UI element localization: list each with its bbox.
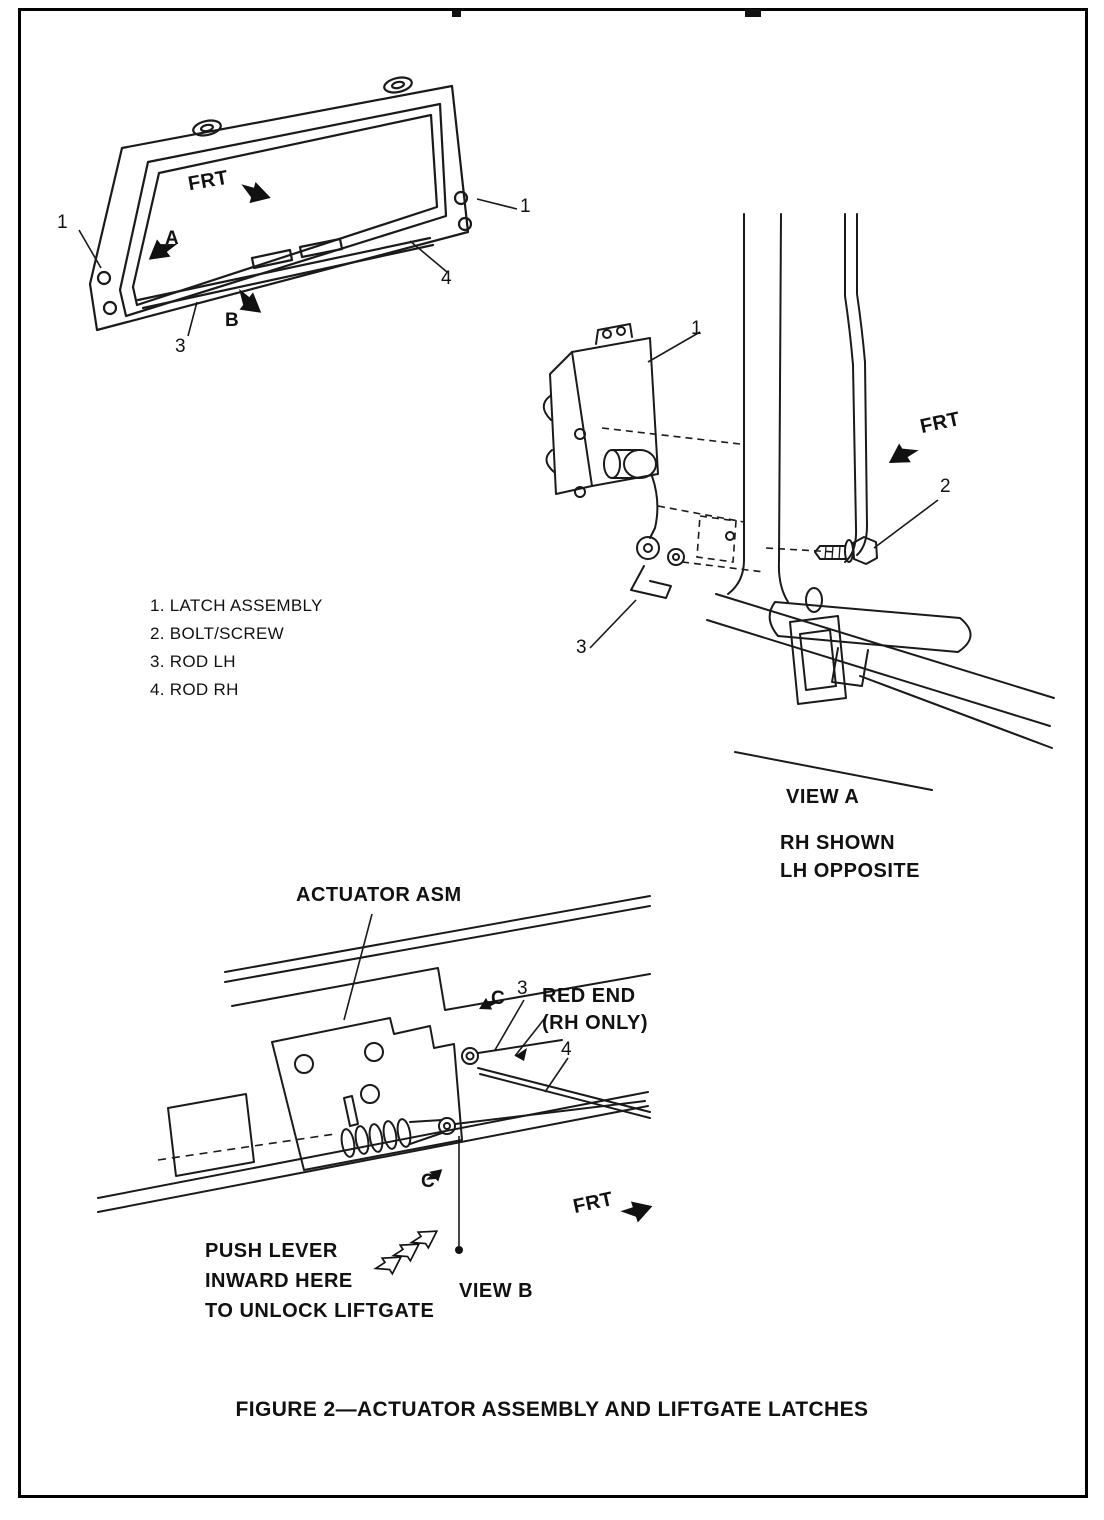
callout-3-view-a: 3 <box>576 637 587 658</box>
push-note-line-2: INWARD HERE <box>205 1270 353 1292</box>
callout-1-right: 1 <box>520 196 531 217</box>
callout-3-top: 3 <box>175 336 186 357</box>
view-b-hidden-dashed-line <box>157 1133 336 1161</box>
callout-4-view-b: 4 <box>561 1039 572 1060</box>
callout-c-upper: C <box>491 988 505 1009</box>
liftgate-overview-drawing <box>88 76 473 332</box>
callout-1-left: 1 <box>57 212 68 233</box>
parts-list-item-1: 1. LATCH ASSEMBLY <box>150 596 323 615</box>
callout-2-view-a: 2 <box>940 476 951 497</box>
scan-artifact-marks <box>452 9 761 17</box>
liftgate-overview-leader-lines <box>78 198 518 337</box>
view-a-note-line-1: RH SHOWN <box>780 832 896 854</box>
view-b-marker-icons <box>423 994 656 1254</box>
red-end-label-line-2: (RH ONLY) <box>542 1012 648 1034</box>
callout-c-lower: C <box>421 1171 435 1192</box>
view-b-drawing <box>97 895 651 1213</box>
parts-list: 1. LATCH ASSEMBLY 2. BOLT/SCREW 3. ROD L… <box>150 592 323 704</box>
push-chevron-arrow-icons <box>372 1222 443 1281</box>
push-note-line-3: TO UNLOCK LIFTGATE <box>205 1300 435 1322</box>
callout-1-view-a: 1 <box>691 318 702 339</box>
frt-arrow-icon-view-a <box>883 436 922 473</box>
view-a-hidden-dashed-lines <box>601 427 837 573</box>
figure-caption: FIGURE 2—ACTUATOR ASSEMBLY AND LIFTGATE … <box>235 1398 869 1421</box>
view-direction-label-a: A <box>165 228 179 249</box>
view-a-note-line-2: LH OPPOSITE <box>780 860 920 882</box>
actuator-asm-label: ACTUATOR ASM <box>296 884 462 906</box>
view-a-drawing <box>542 213 1055 791</box>
view-b-leader-lines <box>343 913 569 1246</box>
view-direction-label-b: B <box>225 310 239 331</box>
push-note-line-1: PUSH LEVER <box>205 1240 338 1262</box>
view-a-title: VIEW A <box>786 786 860 808</box>
parts-list-item-2: 2. BOLT/SCREW <box>150 624 284 643</box>
view-b-title: VIEW B <box>459 1280 534 1302</box>
callout-4-top: 4 <box>441 268 452 289</box>
parts-list-item-4: 4. ROD RH <box>150 680 239 699</box>
callout-3-view-b: 3 <box>517 978 528 999</box>
red-end-label-line-1: RED END <box>542 985 636 1007</box>
parts-list-item-3: 3. ROD LH <box>150 652 236 671</box>
view-a-leader-lines <box>589 331 939 649</box>
